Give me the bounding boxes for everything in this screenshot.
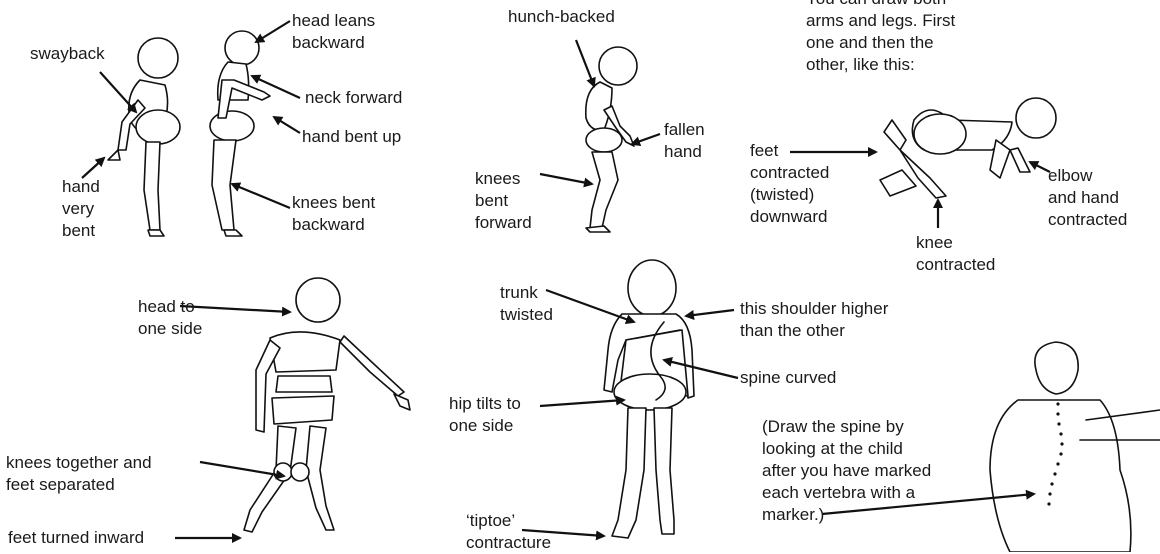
knees-backward-figure <box>210 31 270 236</box>
swayback-figure <box>108 38 180 236</box>
label-draw-the-spine: (Draw the spine by looking at the child … <box>762 416 931 526</box>
label-knee-contracted: knee contracted <box>916 232 995 276</box>
label-shoulder-higher: this shoulder higher than the other <box>740 298 888 342</box>
label-hip-tilts: hip tilts to one side <box>449 393 521 437</box>
hunch-backed-figure <box>586 47 637 232</box>
label-knees-bent-backward: knees bent backward <box>292 192 375 236</box>
label-swayback: swayback <box>30 43 105 65</box>
label-knees-together: knees together and feet separated <box>6 452 152 496</box>
label-hunch-backed: hunch-backed <box>508 6 615 28</box>
label-feet-turned-inward: feet turned inward <box>8 527 144 549</box>
crawling-figure <box>880 98 1056 198</box>
label-head-to-one-side: head to one side <box>138 296 202 340</box>
label-feet-contracted: feet contracted (twisted) downward <box>750 140 829 228</box>
spine-marking-figure <box>990 342 1160 552</box>
label-trunk-twisted: trunk twisted <box>500 282 553 326</box>
scissor-gait-figure <box>244 278 410 532</box>
label-fallen-hand: fallen hand <box>664 119 705 163</box>
label-knees-bent-forward: knees bent forward <box>475 168 532 234</box>
label-draw-both-arms-legs: You can draw both arms and legs. First o… <box>806 0 955 76</box>
label-hand-bent-up: hand bent up <box>302 126 401 148</box>
label-spine-curved: spine curved <box>740 367 836 389</box>
label-elbow-hand-contracted: elbow and hand contracted <box>1048 165 1127 231</box>
label-tiptoe-contracture: ‘tiptoe’ contracture <box>466 510 551 554</box>
label-neck-forward: neck forward <box>305 87 402 109</box>
scoliosis-back-figure <box>604 260 694 538</box>
label-hand-very-bent: hand very bent <box>62 176 100 242</box>
label-head-leans-backward: head leans backward <box>292 10 375 54</box>
